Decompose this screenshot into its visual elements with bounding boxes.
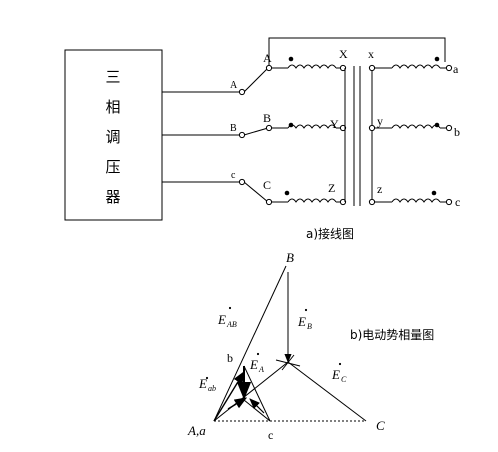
phasor-diagram: B A,a C c b E AB E B E A E ab E C <box>187 250 385 442</box>
emf-label-eab: E AB <box>217 306 237 329</box>
svg-text:E: E <box>249 357 258 372</box>
regulator-leads: A B c <box>162 67 269 203</box>
primary-windings: A B C X Y Z <box>263 47 348 206</box>
phasor-star-c <box>287 361 367 422</box>
phasor-vertex-b-small: b <box>227 351 233 365</box>
secondary-end-label-c: c <box>455 195 460 209</box>
phasor-caption: b)电动势相量图 <box>350 328 434 342</box>
emf-label-ec: E C <box>331 362 347 384</box>
svg-text:ab: ab <box>208 384 216 393</box>
regulator-char-4: 压 <box>105 158 120 176</box>
phasor-vertex-b: B <box>286 250 294 265</box>
svg-text:E: E <box>198 376 207 391</box>
primary-end-label-z: Z <box>328 181 335 195</box>
svg-text:E: E <box>217 312 226 327</box>
primary-start-label-b: B <box>263 111 271 125</box>
secondary-end-label-a: a <box>453 62 459 76</box>
wiring-caption: a)接线图 <box>306 226 354 241</box>
secondary-start-label-z: z <box>377 182 382 196</box>
regulator-box: 三 相 调 压 器 <box>64 49 163 221</box>
secondary-windings: x y z a b c <box>268 37 460 209</box>
iron-core <box>353 66 361 206</box>
svg-text:AB: AB <box>226 320 237 329</box>
regulator-char-2: 相 <box>105 98 120 116</box>
phasor-ea-arrow <box>213 370 245 422</box>
input-terminal-a: A <box>230 80 238 91</box>
phasor-bc <box>243 365 271 422</box>
svg-text:E: E <box>331 367 340 382</box>
input-terminal-c: c <box>231 170 236 181</box>
input-terminal-b: B <box>230 123 237 134</box>
svg-text:B: B <box>307 322 312 331</box>
phasor-vertex-aa: A,a <box>187 423 206 438</box>
phasor-vertex-c: C <box>376 418 385 433</box>
regulator-char-3: 调 <box>105 128 120 146</box>
secondary-end-label-b: b <box>454 125 460 139</box>
regulator-char-1: 三 <box>105 68 120 86</box>
regulator-char-5: 器 <box>105 188 120 206</box>
secondary-start-label-x: x <box>368 47 374 61</box>
primary-start-label-a: A <box>263 51 272 65</box>
phasor-side-ab <box>213 265 287 422</box>
svg-text:C: C <box>341 375 347 384</box>
primary-end-label-y: Y <box>330 117 339 131</box>
emf-label-eab-small: E ab <box>198 376 216 393</box>
phasor-vertex-c-small: c <box>268 428 273 442</box>
primary-end-label-x: X <box>339 47 348 61</box>
svg-text:A: A <box>258 365 264 374</box>
emf-label-eb: E B <box>297 308 312 331</box>
secondary-start-label-y: y <box>377 114 383 128</box>
primary-start-label-c: C <box>263 178 271 192</box>
emf-label-ea: E A <box>249 352 264 374</box>
svg-text:E: E <box>297 314 306 329</box>
